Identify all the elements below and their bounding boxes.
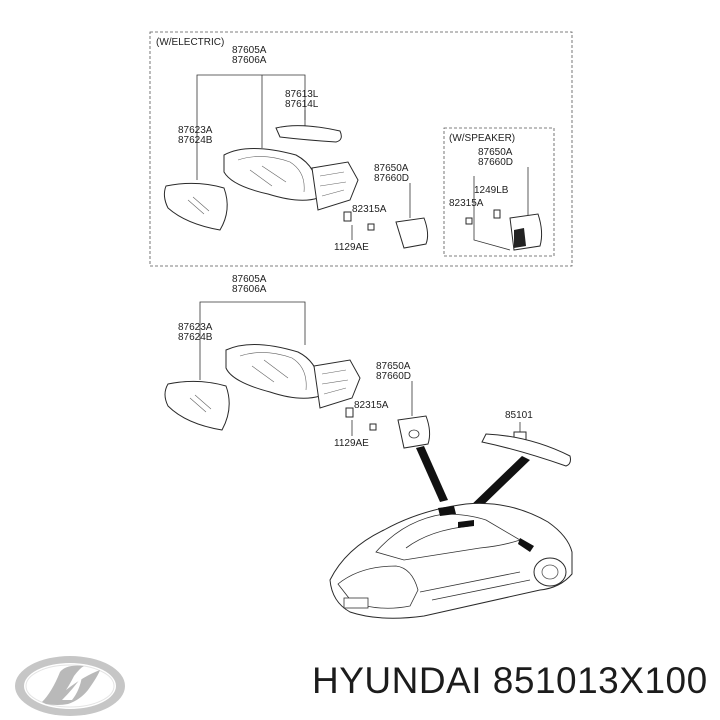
mirror-cover-part [275, 125, 342, 143]
pointer-arrow-left [416, 446, 448, 502]
label-s-cap-a: 87650A [478, 147, 513, 158]
speaker-part [493, 209, 501, 219]
manual-cap-screw-part [369, 423, 377, 431]
car-illustration [329, 502, 573, 619]
label-m-cap-a: 87650A [376, 361, 411, 372]
manual-cap-part [397, 415, 431, 449]
cap-screw-part [367, 223, 375, 231]
pointer-arrow-right [466, 456, 530, 516]
speaker-grille [514, 228, 526, 248]
label-m-housing-b: 87606A [232, 284, 267, 295]
label-m-housing-a: 87605A [232, 274, 267, 285]
label-m-bolt: 1129AE [334, 438, 369, 449]
inside-mirror-part [481, 433, 571, 467]
hyundai-logo-icon [15, 656, 125, 716]
speaker-screw-part [465, 217, 473, 225]
label-inside-mirror: 85101 [505, 410, 533, 421]
label-e-glass-b: 87624B [178, 135, 213, 146]
label-s-screw: 82315A [449, 198, 484, 209]
speaker-section-frame [443, 127, 555, 257]
manual-screw-part [345, 407, 354, 418]
label-e-screw: 82315A [352, 204, 387, 215]
label-e-housing-a: 87605A [232, 45, 267, 56]
electric-section-frame [149, 31, 573, 267]
mirror-base-part [311, 161, 359, 211]
label-e-housing-b: 87606A [232, 55, 267, 66]
speaker-box-title: (W/SPEAKER) [449, 133, 515, 144]
label-e-cap-b: 87660D [374, 173, 409, 184]
part-number-caption: HYUNDAI 851013X100 [312, 660, 708, 701]
label-e-glass-a: 87623A [178, 125, 213, 136]
manual-base-part [313, 359, 361, 409]
label-e-bolt: 1129AE [334, 242, 369, 253]
label-m-glass-a: 87623A [178, 322, 213, 333]
label-s-cap-b: 87660D [478, 157, 513, 168]
mirror-screw-part [343, 211, 352, 222]
manual-glass-part [164, 380, 230, 431]
mirror-cap-part [395, 217, 429, 249]
mirror-housing-part [223, 148, 319, 201]
electric-box-title: (W/ELECTRIC) [156, 37, 224, 48]
label-m-glass-b: 87624B [178, 332, 213, 343]
label-m-screw: 82315A [354, 400, 389, 411]
label-e-cap-a: 87650A [374, 163, 409, 174]
label-s-speaker: 1249LB [474, 185, 509, 196]
manual-housing-part [225, 343, 321, 399]
label-e-cover-b: 87614L [285, 99, 319, 110]
label-e-cover-a: 87613L [285, 89, 319, 100]
label-m-cap-b: 87660D [376, 371, 411, 382]
